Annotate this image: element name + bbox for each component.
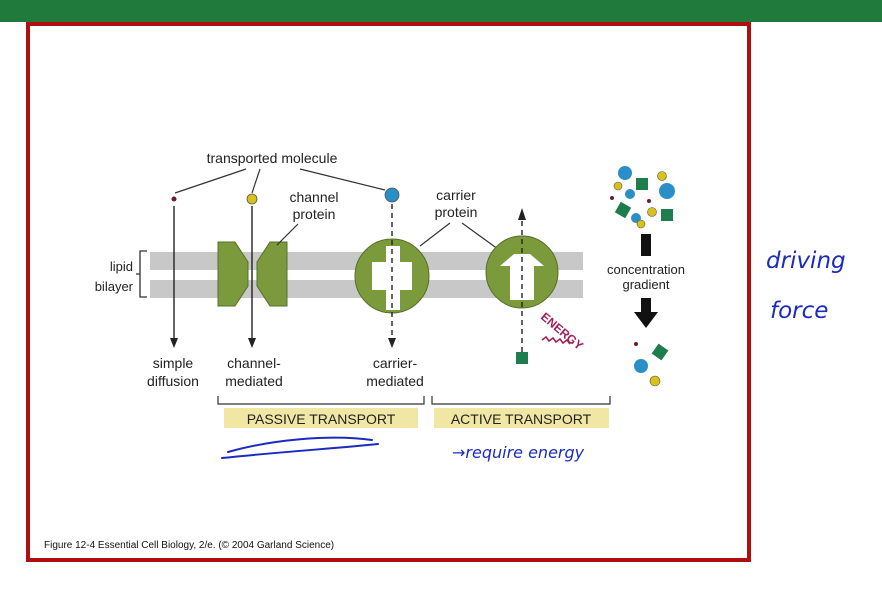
channel-protein-label-line1: channel [289,189,338,205]
channel-protein-right [256,241,288,307]
gradient-molecule-12 [631,213,641,223]
gradient-low-molecule-2 [651,343,669,361]
active-transport-molecule [516,352,528,364]
require-energy-note: →require energy [452,443,585,462]
gradient-molecule-13 [636,219,646,229]
simple-diffusion-molecule [171,196,177,202]
active-transport-arrowhead [518,208,526,220]
gradient-molecule-11 [661,209,673,221]
gradient-molecule-3 [636,178,648,190]
gradient-arrowhead [634,312,658,328]
channel-mediated-label-line1: channel- [227,355,281,371]
transported-molecule-label: transported molecule [207,150,338,166]
gradient-molecule-7 [610,196,614,200]
gradient-low-molecule-3 [634,359,648,373]
energy-wave-icon [541,335,571,345]
gradient-molecule-4 [613,181,623,191]
lipid-bilayer-bracket [136,250,147,298]
concentration-gradient-label-line1: concentration [607,262,685,277]
energy-label: ENERGY [538,310,586,353]
lipid-bilayer-label-line2: bilayer [95,279,134,294]
carrier-protein-label-line2: protein [435,204,478,220]
gradient-molecule-6 [625,189,635,199]
transported-molecule-leaders [174,168,386,194]
gradient-molecule-5 [659,183,675,199]
carrier-protein-leaders [419,222,503,253]
gradient-low-molecule-4 [649,375,661,387]
gradient-molecule-9 [614,201,632,219]
lipid-bilayer-label-line1: lipid [110,259,133,274]
figure-caption: Figure 12-4 Essential Cell Biology, 2/e.… [44,540,334,551]
gradient-low-molecule-1 [634,342,638,346]
passive-transport-label: PASSIVE TRANSPORT [247,411,396,427]
gradient-molecule-8 [647,199,651,203]
active-transport-highlight [434,408,609,428]
gradient-molecule-1 [618,166,632,180]
channel-protein-leader [276,223,299,246]
driving-force-note-line2: force [770,298,828,324]
concentration-gradient-label-line2: gradient [623,277,670,292]
channel-protein-left [217,241,249,307]
top-bar [0,0,882,22]
carrier-mediated-label-line2: mediated [366,373,424,389]
gradient-molecule-10 [647,207,657,217]
simple-diffusion-label-line1: simple [153,355,194,371]
gradient-arrow-top [641,234,651,256]
active-transport-bracket [431,396,611,405]
passive-transport-highlight [224,408,418,428]
carrier-mediated-label-line1: carrier- [373,355,418,371]
active-transport-label: ACTIVE TRANSPORT [451,411,592,427]
driving-force-note-line1: driving [766,248,846,274]
handwritten-underline [221,436,379,459]
carrier-protein-label-line1: carrier [436,187,476,203]
channel-mediated-molecule [246,193,258,205]
simple-diffusion-label-line2: diffusion [147,373,199,389]
channel-protein-label-line2: protein [293,206,336,222]
gradient-molecule-2 [657,171,667,181]
passive-transport-bracket [217,396,425,405]
carrier-mediated-arrowhead [388,338,396,348]
carrier-mediated-molecule [384,187,400,203]
simple-diffusion-arrowhead [170,338,178,348]
gradient-arrow-shaft [641,298,651,312]
channel-mediated-arrowhead [248,338,256,348]
channel-mediated-label-line2: mediated [225,373,283,389]
